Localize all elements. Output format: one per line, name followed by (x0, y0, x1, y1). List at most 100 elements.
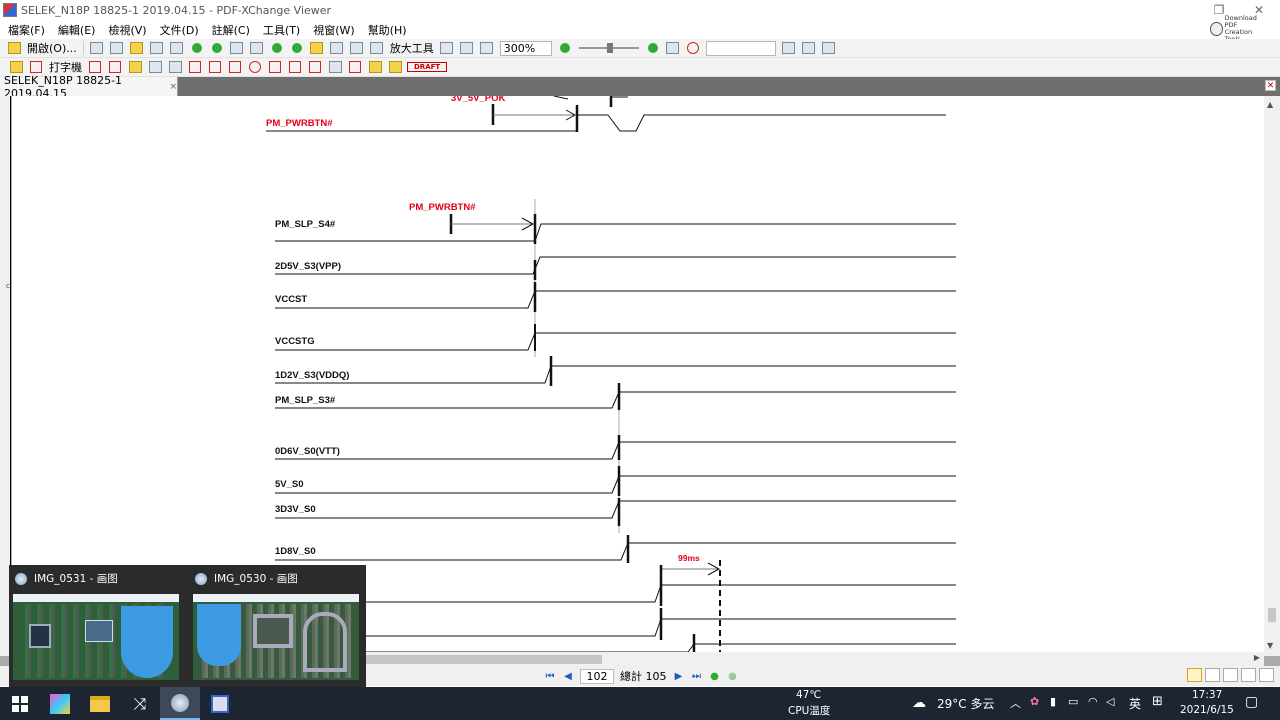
typewriter-icon[interactable] (28, 60, 44, 74)
rectangle-tool-icon[interactable] (227, 60, 243, 74)
scroll-up-icon[interactable]: ▲ (1267, 100, 1274, 109)
ellipse-tool-icon[interactable] (247, 60, 263, 74)
menu-view[interactable]: 檢視(V) (108, 23, 147, 37)
stamp-draft-select[interactable]: DRAFT (407, 62, 448, 72)
weather-text[interactable]: 29°C 多云 (937, 697, 995, 711)
line-tool-icon[interactable] (207, 60, 223, 74)
search-tool-icon[interactable] (781, 41, 797, 55)
settings-icon[interactable] (801, 41, 817, 55)
scan-icon[interactable] (129, 41, 145, 55)
actual-size-icon[interactable] (439, 41, 455, 55)
select-text-icon[interactable] (329, 41, 345, 55)
ime-mode-icon[interactable]: ⊞ (1152, 694, 1163, 709)
pin-icon[interactable] (327, 60, 343, 74)
facing-icon[interactable] (1223, 668, 1238, 682)
chevron-up-icon[interactable]: ︿ (1010, 697, 1021, 710)
vertical-scroll-thumb[interactable] (1268, 608, 1276, 622)
save-icon[interactable] (89, 41, 105, 55)
open-folder-icon[interactable] (6, 41, 22, 55)
back-icon[interactable] (189, 41, 205, 55)
undo-icon[interactable] (229, 41, 245, 55)
document-tab[interactable]: SELEK_N18P 18825-1 2019.04.15 × (0, 74, 178, 100)
back-view-icon[interactable]: ● (710, 670, 719, 682)
zoom-out-icon[interactable] (557, 41, 573, 55)
scroll-down-icon[interactable]: ▼ (1267, 641, 1274, 650)
menu-tools[interactable]: 工具(T) (262, 23, 301, 37)
taskbar-app-paint[interactable] (160, 687, 200, 720)
hand-tool-icon[interactable] (309, 41, 325, 55)
scroll-right-icon[interactable]: ▶ (1253, 653, 1260, 662)
zoom-tool-button[interactable]: 放大工具 (389, 42, 434, 55)
textbox-icon[interactable] (87, 60, 103, 74)
close-document-icon[interactable]: ✕ (1265, 80, 1276, 91)
pencil-icon[interactable] (347, 60, 363, 74)
sticky-note-icon[interactable] (8, 60, 24, 74)
taskbar-app-pdf-viewer[interactable] (200, 687, 240, 720)
eraser-icon[interactable] (367, 60, 383, 74)
next-page-icon[interactable]: ▶ (674, 670, 683, 682)
clock-time[interactable]: 17:37 (1192, 689, 1223, 701)
open-button[interactable]: 開啟(O)... (27, 42, 77, 55)
left-panel-edge[interactable]: c (0, 96, 11, 656)
thumbnail-card[interactable]: IMG_0531 - 画图 (9, 565, 185, 687)
strikeout-icon[interactable] (147, 60, 163, 74)
zoom-level-select[interactable]: 300% (499, 40, 552, 56)
stamp-icon[interactable] (387, 60, 403, 74)
cloud-tool-icon[interactable] (287, 60, 303, 74)
zoom-slider[interactable] (578, 43, 639, 53)
battery-icon[interactable]: ▭ (1068, 695, 1079, 708)
wifi-icon[interactable]: ◠ (1088, 695, 1098, 708)
rotate-left-icon[interactable] (269, 41, 285, 55)
menu-comments[interactable]: 註解(C) (211, 23, 250, 37)
ocr-icon[interactable] (169, 41, 185, 55)
download-pdf-tools-button[interactable]: Download PDF Creation Tools (1210, 14, 1266, 42)
zoom-in-icon[interactable] (645, 41, 661, 55)
zoom-magnifier-icon[interactable] (369, 41, 385, 55)
continuous-icon[interactable] (1205, 668, 1220, 682)
vertical-scrollbar[interactable]: ▲ ▼ (1264, 96, 1280, 656)
callout-icon[interactable] (107, 60, 123, 74)
highlight-icon[interactable] (685, 41, 701, 55)
thumbnail-card[interactable]: IMG_0530 - 画图 (189, 565, 365, 687)
rotate-right-icon[interactable] (289, 41, 305, 55)
email-icon[interactable] (149, 41, 165, 55)
taskbar-app-shuffle[interactable]: ⤨ (120, 687, 160, 720)
menu-window[interactable]: 視窗(W) (313, 23, 355, 37)
view-icon[interactable] (665, 41, 681, 55)
menu-edit[interactable]: 編輯(E) (57, 23, 96, 37)
close-button[interactable]: ✕ (1253, 3, 1265, 17)
taskbar-app-explorer[interactable] (80, 687, 120, 720)
single-page-icon[interactable] (1187, 668, 1202, 682)
menu-document[interactable]: 文件(D) (159, 23, 199, 37)
page-number-input[interactable]: 102 (580, 668, 614, 684)
print-icon[interactable] (109, 41, 125, 55)
search-input[interactable] (705, 40, 776, 56)
first-page-icon[interactable]: ⏮ (545, 670, 555, 682)
tab-close-icon[interactable]: × (169, 81, 177, 92)
menu-file[interactable]: 檔案(F) (8, 23, 45, 37)
polygon-tool-icon[interactable] (267, 60, 283, 74)
pdf-page[interactable]: 3V_5V_POK PM_PWRBTN# PM_PWRBTN# 99ms PM_… (12, 96, 1264, 652)
microphone-icon[interactable]: ▮ (1050, 695, 1057, 708)
app-tray-icon[interactable]: ✿ (1030, 695, 1040, 708)
underline-icon[interactable] (167, 60, 183, 74)
start-button[interactable] (0, 687, 40, 720)
forward-icon[interactable] (209, 41, 225, 55)
taskbar-app-paint3d[interactable] (40, 687, 80, 720)
fit-page-icon[interactable] (459, 41, 475, 55)
menu-help[interactable]: 幫助(H) (367, 23, 407, 37)
notification-icon[interactable]: ▢ (1245, 694, 1259, 710)
toolbar-options-icon[interactable] (821, 41, 837, 55)
fit-width-icon[interactable] (479, 41, 495, 55)
polyline-tool-icon[interactable] (307, 60, 323, 74)
forward-view-icon[interactable]: ● (728, 670, 737, 682)
clock-date[interactable]: 2021/6/15 (1180, 704, 1234, 716)
last-page-icon[interactable]: ⏭ (692, 670, 701, 682)
typewriter-button[interactable]: 打字機 (49, 61, 82, 74)
restore-button[interactable]: ❐ (1213, 3, 1225, 17)
layout-options-icon[interactable] (1259, 668, 1274, 682)
ime-indicator[interactable]: 英 (1129, 697, 1142, 711)
arrow-tool-icon[interactable] (187, 60, 203, 74)
horizontal-scroll-thumb[interactable] (312, 655, 602, 664)
prev-page-icon[interactable]: ◀ (564, 670, 572, 682)
